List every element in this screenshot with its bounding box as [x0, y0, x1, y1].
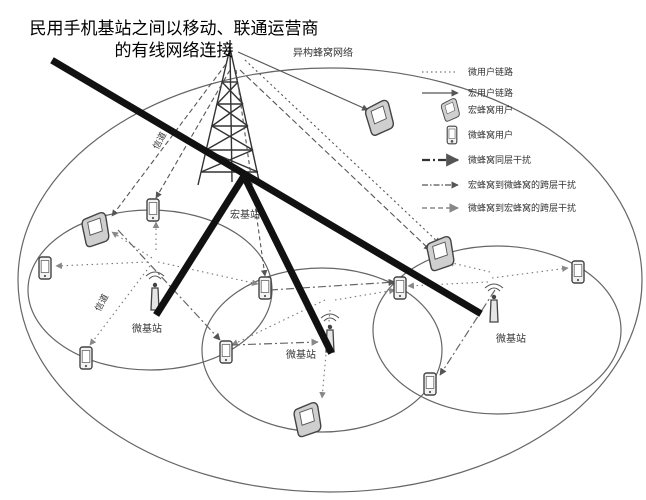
legend-label: 宏蜂窝到微蜂窝的跨层干扰 [468, 179, 576, 191]
micro-cell-center [201, 267, 443, 433]
micro-user-phone-icon [393, 276, 407, 300]
micro-station-label: 微基站 [286, 348, 316, 361]
micro-user-links [55, 221, 569, 399]
overlay-caption: 民用手机基站之间以移动、联通运营商的有线网络连接 [29, 19, 319, 61]
wired-link-center [239, 171, 335, 355]
macro-station-label: 宏基站 [230, 208, 260, 221]
micro-user-phone-icon [258, 276, 272, 300]
legend-label: 微蜂窝同层干扰 [468, 154, 531, 166]
micro-cell-left [27, 209, 273, 371]
channel-label: 信道 [92, 292, 111, 314]
macro-cell-boundary [17, 67, 643, 493]
wired-link-left [153, 171, 249, 317]
legend-micro-user-icon [446, 125, 458, 145]
micro-user-phone-icon [146, 198, 160, 222]
macro-user-phone-icon [361, 98, 398, 137]
legend-macro-user-icon [438, 97, 463, 123]
legend-label: 微蜂窝到宏蜂窝的跨层干扰 [468, 202, 576, 214]
micro-user-phone-icon [38, 256, 52, 280]
macro-user-links [111, 51, 441, 277]
micro-user-phone-icon [423, 372, 437, 396]
micro-user-phone-icon [571, 260, 585, 284]
legend [422, 71, 463, 213]
micro-cell-right [372, 245, 622, 415]
micro-station-label: 微基站 [496, 332, 526, 345]
legend-label: 微用户链路 [468, 66, 513, 78]
micro-user-phone-icon [79, 346, 93, 370]
macro-user-phone-icon [423, 234, 458, 273]
micro-station-label: 微基站 [132, 322, 162, 335]
legend-label: 宏用户链路 [468, 87, 513, 99]
cross-layer-interference [117, 229, 496, 376]
macro-user-phone-icon [78, 210, 113, 249]
micro-base-station-icon [484, 283, 504, 323]
legend-label: 微蜂窝用户 [468, 129, 513, 141]
channel-label: 信道 [150, 130, 169, 152]
wired-link-main [50, 57, 483, 317]
network-label: 异构蜂窝网络 [293, 46, 353, 59]
micro-user-phone-icon [219, 340, 233, 364]
wired-network-overlay [50, 57, 483, 355]
legend-label: 宏蜂窝用户 [468, 104, 513, 116]
